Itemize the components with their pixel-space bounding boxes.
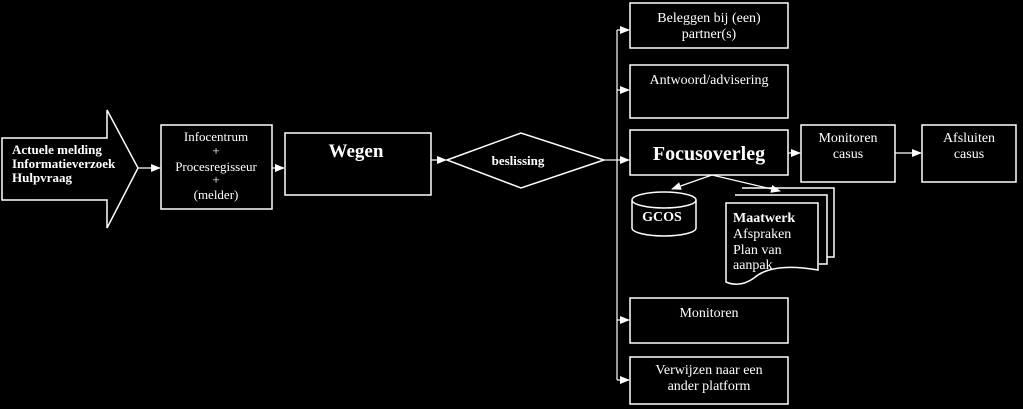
monitoren-label: Monitoren xyxy=(679,306,738,321)
gcos-cylinder xyxy=(631,191,697,237)
focusoverleg-label: Focusoverleg xyxy=(653,143,765,165)
maatwerk-documents xyxy=(725,187,835,285)
maatwerk-line-2: Plan van xyxy=(733,243,782,258)
input-arrow-shape xyxy=(1,109,139,229)
maatwerk-line-1: Afspraken xyxy=(733,227,791,242)
verwijzen-line-2: ander platform xyxy=(668,379,751,394)
afsluiten-casus-box xyxy=(921,124,1017,183)
beleggen-line-2: partner(s) xyxy=(682,27,737,42)
afsluiten-casus-line-1: Afsluiten xyxy=(943,131,995,146)
beleggen-box xyxy=(629,2,789,49)
antwoord-box xyxy=(629,64,789,119)
infocentrum-line-1: Infocentrum xyxy=(184,129,248,144)
afsluiten-casus-line-2: casus xyxy=(954,147,984,162)
verwijzen-box xyxy=(629,356,789,405)
maatwerk-title: Maatwerk xyxy=(733,211,795,226)
input-line-1: Actuele melding xyxy=(12,142,102,157)
infocentrum-line-5: (melder) xyxy=(194,187,239,202)
arrow-focusoverleg-to-maatwerk xyxy=(711,174,781,193)
wegen-label: Wegen xyxy=(329,141,384,162)
beslissing-label: beslissing xyxy=(492,153,545,168)
antwoord-label: Antwoord/advisering xyxy=(650,73,769,88)
wegen-box xyxy=(284,132,432,196)
infocentrum-line-4: + xyxy=(212,172,219,187)
infocentrum-box xyxy=(160,124,273,210)
verwijzen-line-1: Verwijzen naar een xyxy=(655,363,762,378)
infocentrum-line-3: Procesregisseur xyxy=(175,159,257,174)
monitoren-casus-line-2: casus xyxy=(833,147,863,162)
input-line-3: Hulpvraag xyxy=(12,170,72,185)
monitoren-casus-line-1: Monitoren xyxy=(818,131,877,146)
gcos-label: GCOS xyxy=(642,210,682,225)
maatwerk-line-3: aanpak xyxy=(733,258,773,273)
infocentrum-line-2: + xyxy=(212,143,219,158)
input-line-2: Informatieverzoek xyxy=(12,156,116,171)
beleggen-line-1: Beleggen bij (een) xyxy=(657,11,761,26)
arrow-focusoverleg-to-gcos xyxy=(671,174,713,190)
monitoren-box xyxy=(629,297,789,344)
